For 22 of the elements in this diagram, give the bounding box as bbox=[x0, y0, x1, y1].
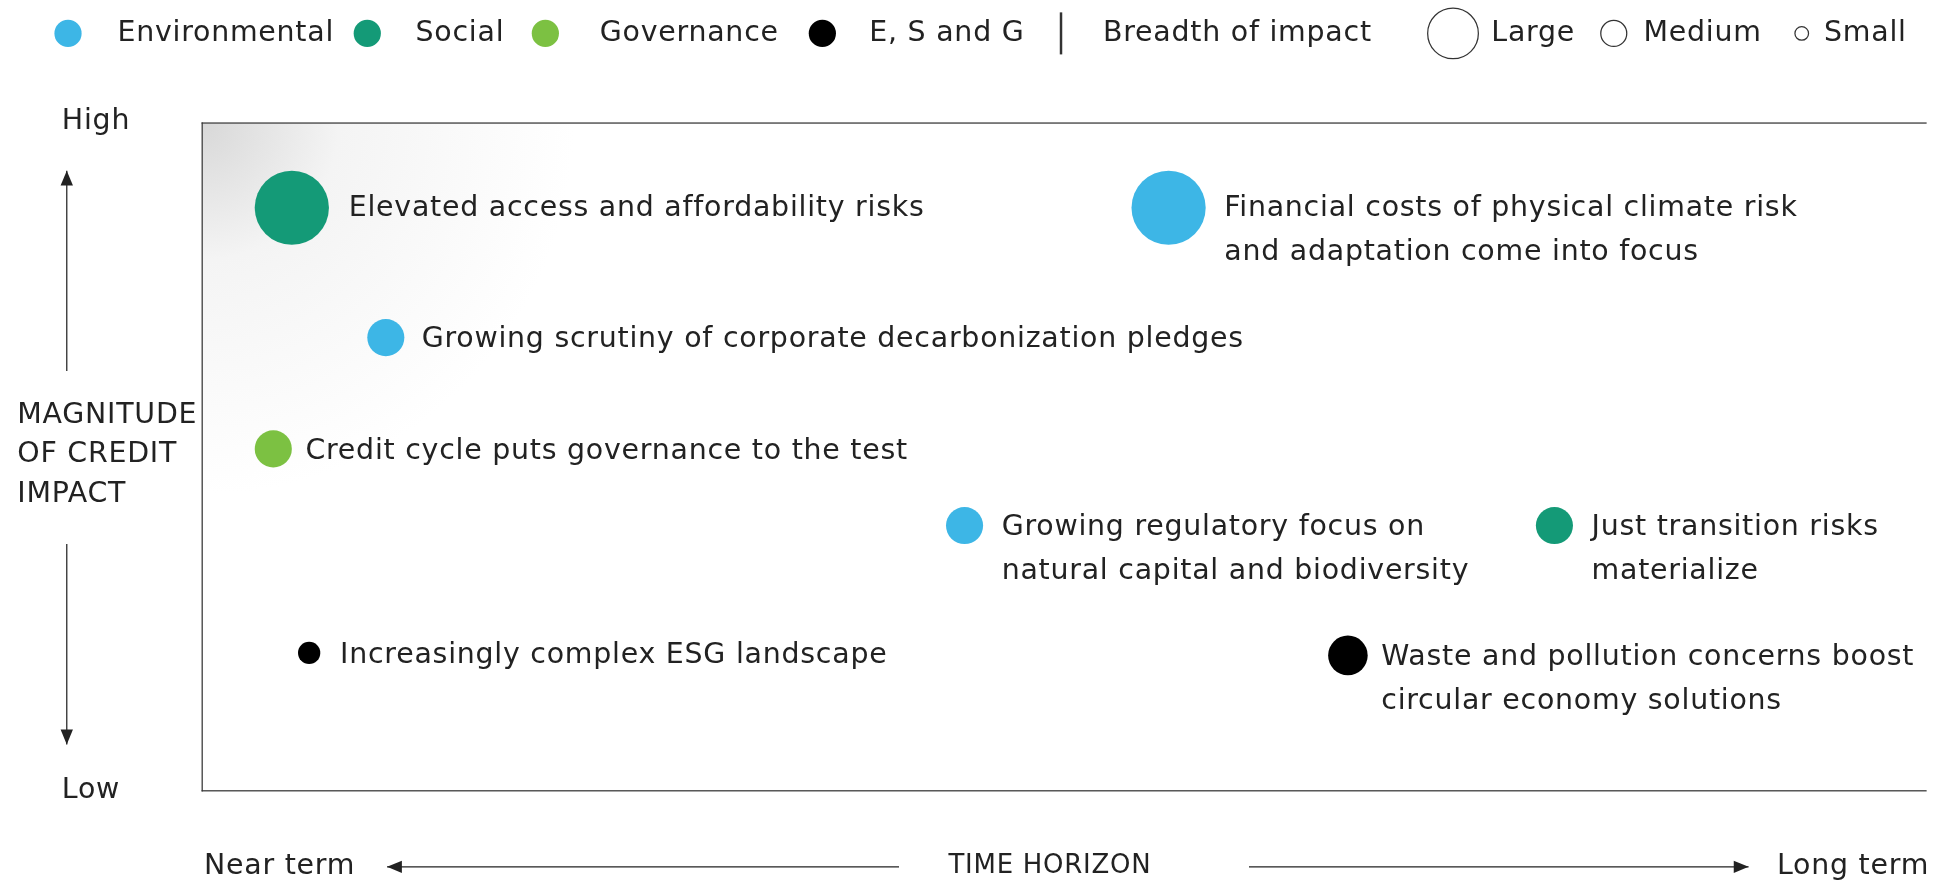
legend-label: Environmental bbox=[117, 13, 335, 49]
bubble-label: Growing regulatory focus on natural capital and biodiversity bbox=[1001, 508, 1471, 587]
legend-label: Governance bbox=[599, 13, 779, 49]
legend-label: Large bbox=[1491, 13, 1576, 49]
axis-label: Near term bbox=[204, 847, 356, 883]
axis-title: MAGNITUDE OF CREDIT IMPACT bbox=[17, 395, 199, 511]
legend-title: Breadth of impact bbox=[1103, 13, 1372, 49]
bubble-label: Just transition risks materialize bbox=[1591, 508, 1880, 587]
legend-label: E, S and G bbox=[869, 13, 1025, 49]
axis-title: TIME HORIZON bbox=[948, 848, 1152, 882]
bubble-label: Credit cycle puts governance to the test bbox=[305, 431, 909, 467]
bubble-label: Elevated access and affordability risks bbox=[348, 189, 926, 225]
bubble-label: Increasingly complex ESG landscape bbox=[340, 635, 889, 671]
legend-label: Small bbox=[1824, 13, 1907, 49]
axis-label: High bbox=[61, 101, 131, 137]
legend-label: Medium bbox=[1643, 13, 1762, 49]
axis-label: Long term bbox=[1777, 847, 1930, 883]
bubble-label: Waste and pollution concerns boost circular economy solutions bbox=[1381, 638, 1916, 717]
axis-label: Low bbox=[61, 770, 121, 806]
legend-label: Social bbox=[415, 13, 505, 49]
bubble-label: Financial costs of physical climate risk and adaptation come into focus bbox=[1224, 189, 1799, 268]
bubble-label: Growing scrutiny of corporate decarbonization pledges bbox=[421, 320, 1245, 356]
